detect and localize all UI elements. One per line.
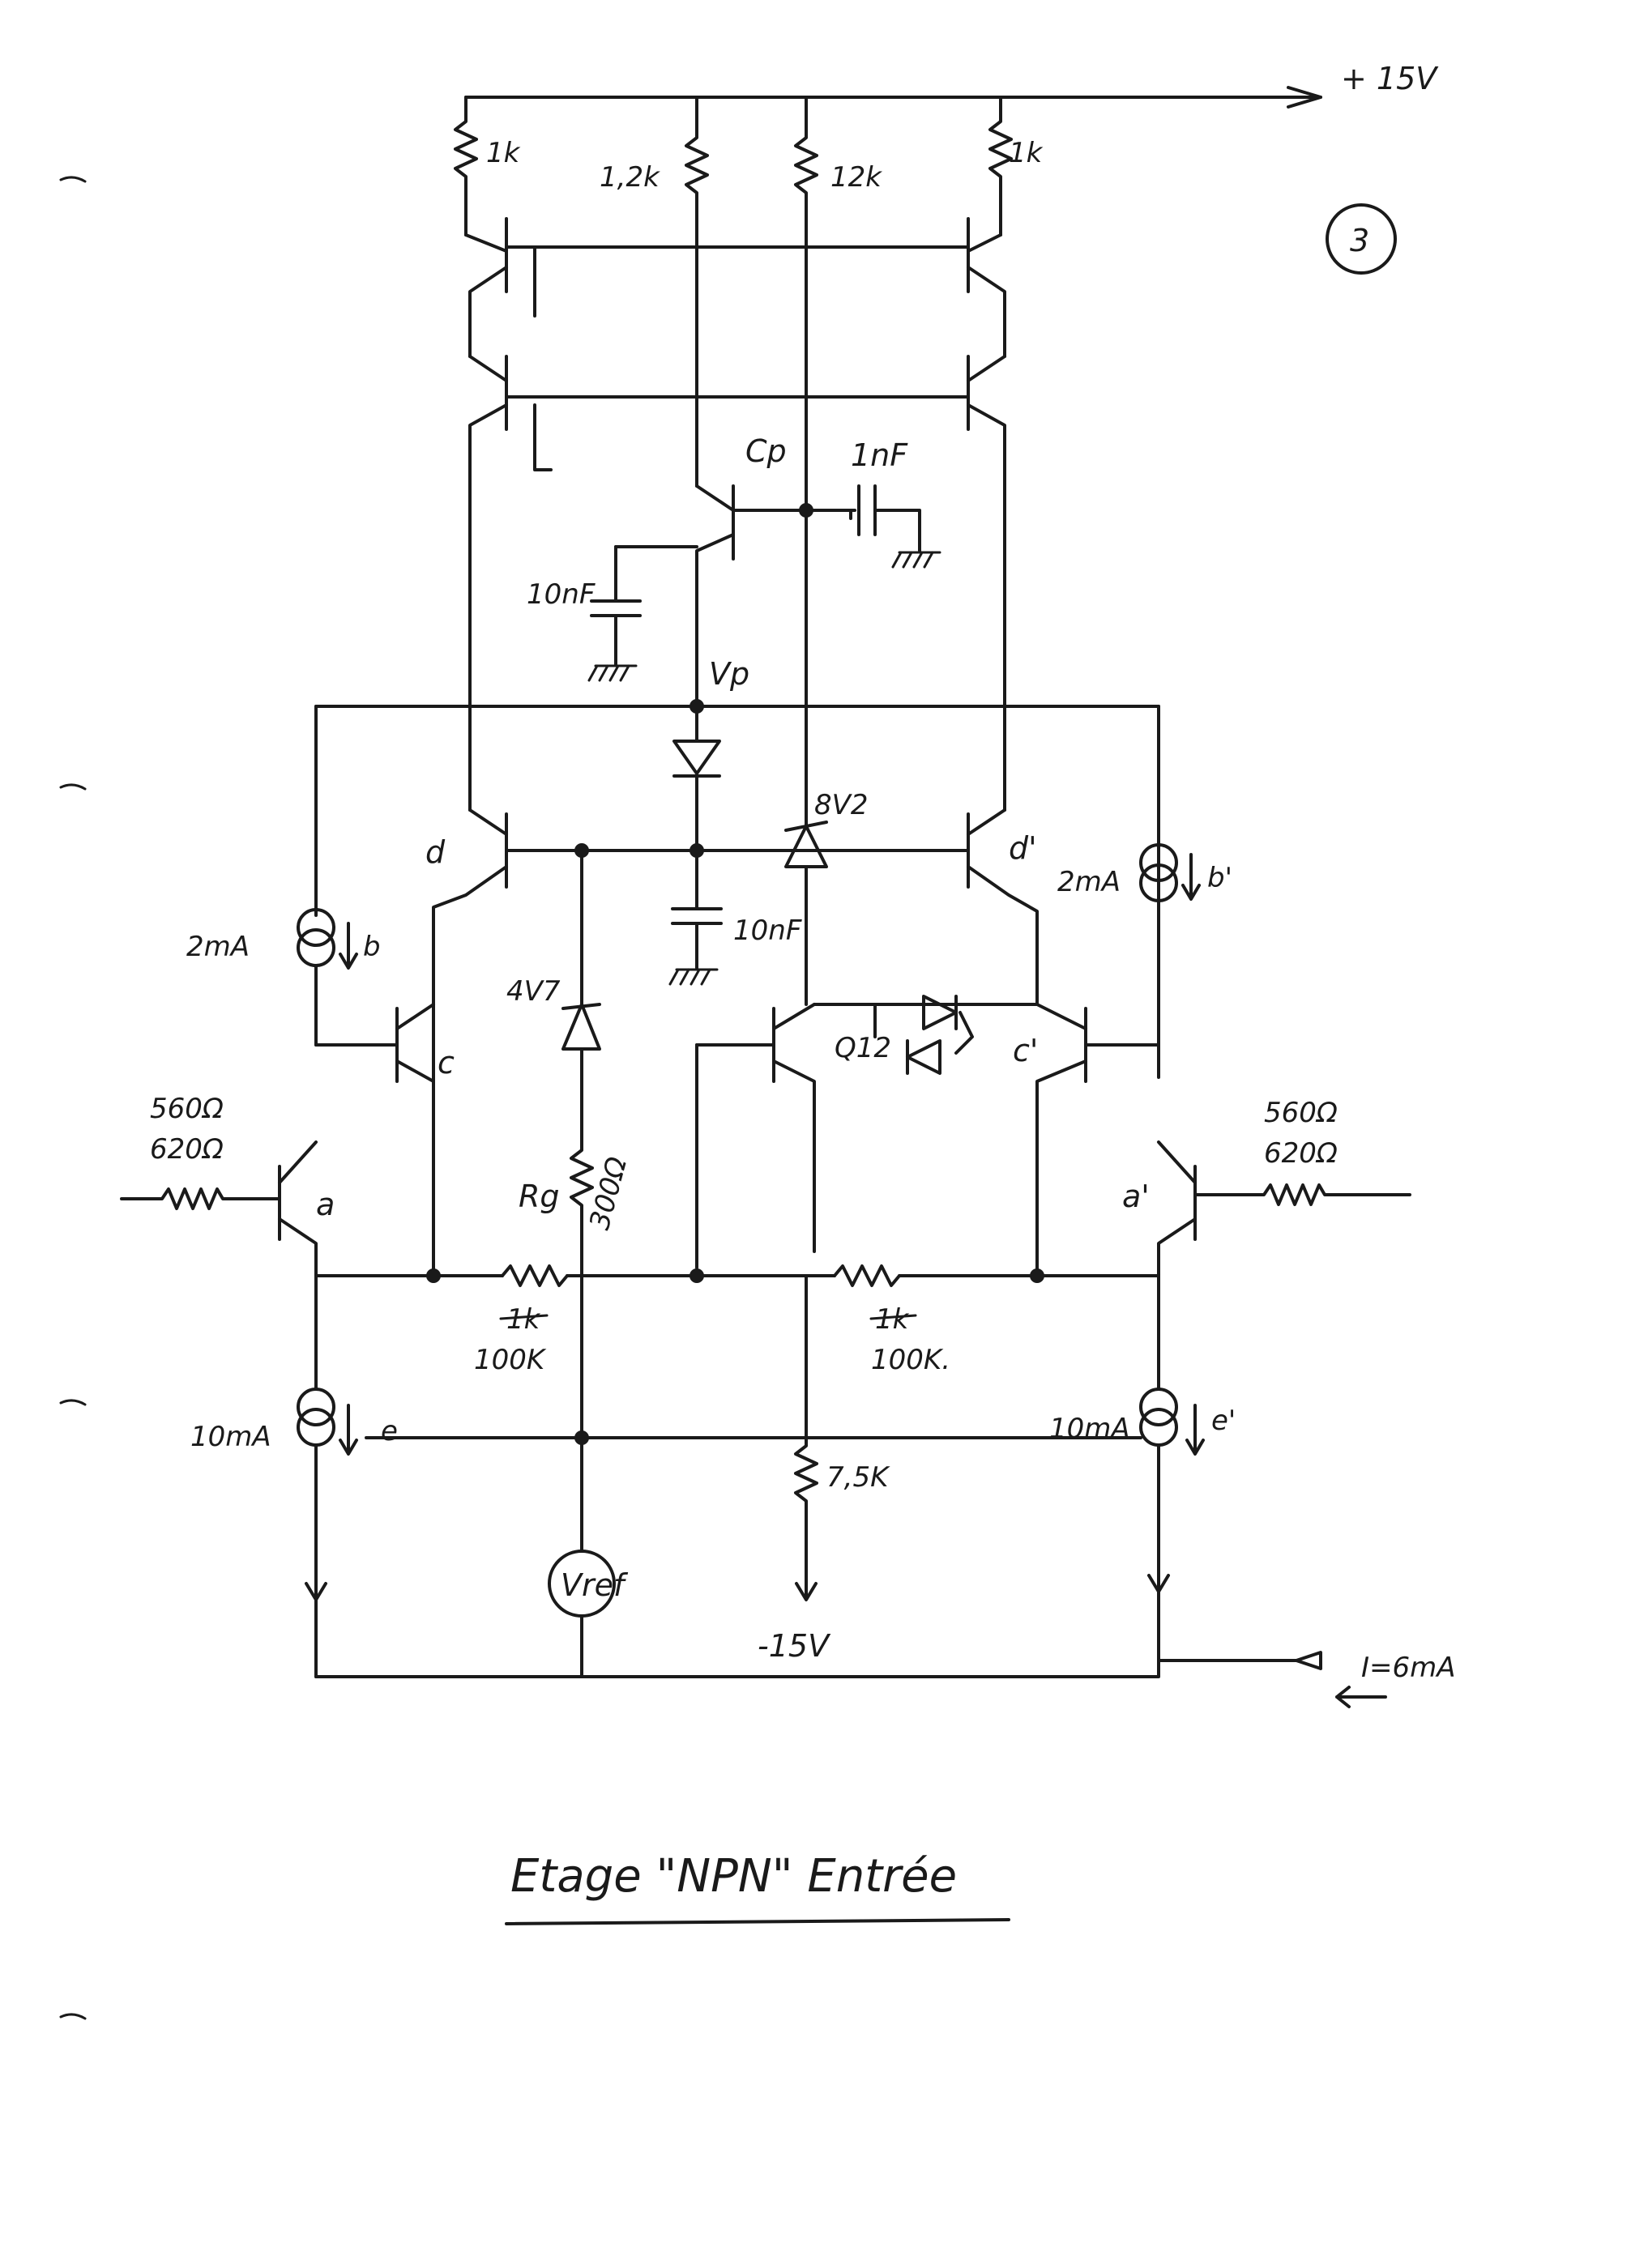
right-feedback-strike: [869, 1314, 917, 1320]
transistor-c: [395, 1003, 435, 1273]
resistor-rg-value: 300Ω: [583, 1153, 634, 1233]
resistor-rg: [570, 1132, 594, 1452]
current-source-b-prime: [1139, 843, 1201, 902]
zener-lower-value: 4V7: [506, 975, 561, 1008]
pnp-mirror-right-lower: [967, 355, 1006, 812]
output-current-label: I=6mA: [1361, 1652, 1456, 1684]
scan-mark-1: [59, 176, 87, 183]
cp-label: Cp: [745, 433, 787, 469]
transistor-q12-label: Q12: [835, 1032, 891, 1064]
transistor-a: [278, 1140, 318, 1277]
input-resistor-left: [120, 1187, 281, 1210]
pnp-mirror-left-upper: [464, 217, 970, 358]
vp-rail: [314, 705, 1160, 1079]
input-resistor-right-value-1: 560Ω: [1264, 1097, 1338, 1129]
right-feedback-old-value: 1k: [875, 1303, 910, 1336]
resistor-top-3-value: 12k: [830, 161, 882, 194]
left-feedback-strike: [499, 1314, 549, 1320]
input-resistor-left-value-1: 560Ω: [150, 1093, 224, 1125]
current-source-e-prime: [1139, 1274, 1205, 1593]
decoupling-capacitor-1-value: 10nF: [527, 578, 596, 611]
positive-supply-label: + 15V: [1341, 61, 1439, 96]
input-resistor-right-value-2: 620Ω: [1264, 1137, 1338, 1170]
current-source-e: [297, 1274, 358, 1601]
page-title: Etage "NPN" Entrée: [510, 1850, 957, 1903]
zener-lower: [561, 849, 601, 1136]
transistor-a-prime-label: a': [1122, 1179, 1150, 1214]
feedback-node-right: [1030, 1268, 1044, 1283]
resistor-top-2-value: 1,2k: [600, 161, 660, 194]
vp-label: Vp: [709, 656, 749, 692]
vref-label: Vref: [561, 1567, 629, 1603]
current-source-b-prime-value: 2mA: [1057, 866, 1121, 898]
pnp-mirror-right-upper: [967, 217, 1006, 358]
current-source-e-prime-value: 10mA: [1049, 1413, 1130, 1445]
transistor-q12: [695, 1003, 816, 1269]
transistor-d-prime-label: d': [1009, 830, 1037, 866]
resistor-top-3: [794, 96, 818, 795]
page-number-circle: [1326, 203, 1397, 275]
resistor-bottom-value: 7,5K: [826, 1461, 890, 1494]
cp-capacitor: [805, 484, 941, 569]
feedback-node-left: [426, 1268, 441, 1283]
scan-mark-3: [59, 1399, 87, 1406]
left-feedback-old-value: 1k: [506, 1303, 541, 1336]
resistor-bottom: [794, 1274, 818, 1601]
transistor-a-label: a: [316, 1187, 335, 1222]
current-source-e-label: e: [381, 1415, 398, 1447]
input-resistor-right: [1193, 1183, 1411, 1206]
transistor-c-prime: [1035, 1003, 1087, 1273]
scan-mark-2: [59, 783, 87, 791]
series-diode: [672, 705, 721, 852]
left-feedback-value: 100K: [474, 1344, 547, 1376]
resistor-top-4: [988, 96, 1013, 237]
resistor-top-2: [685, 96, 709, 488]
transistor-a-prime: [1157, 1140, 1197, 1277]
decoupling-capacitor-2-value: 10nF: [733, 914, 802, 947]
negative-supply-label: -15V: [758, 1628, 831, 1664]
decoupling-capacitor-1: [587, 545, 642, 682]
page-number: 3: [1350, 223, 1369, 258]
title-underline: [505, 1918, 1010, 1925]
vref-source: [548, 1436, 616, 1678]
transistor-c-prime-label: c': [1013, 1033, 1038, 1068]
bottom-rail: [314, 1590, 1387, 1708]
input-resistor-left-value-2: 620Ω: [150, 1133, 224, 1166]
current-source-e-value: 10mA: [190, 1421, 271, 1453]
resistor-top-1-value: 1k: [486, 137, 521, 169]
cp-value: 1nF: [851, 437, 908, 473]
resistor-top-4-value: 1k: [1009, 137, 1044, 169]
current-source-b-value: 2mA: [186, 931, 250, 963]
zener-upper: [784, 792, 828, 1006]
current-source-e-prime-label: e': [1211, 1405, 1236, 1437]
pnp-mirror-left-lower: [468, 355, 970, 812]
feedback-node-mid: [690, 1268, 704, 1283]
current-source-b: [297, 908, 358, 1047]
transistor-d-prime: [967, 808, 1039, 1006]
current-source-b-prime-label: b': [1207, 862, 1232, 894]
transistor-d: [432, 808, 508, 1269]
right-feedback-value: 100K.: [871, 1344, 950, 1376]
decoupling-capacitor-2: [668, 849, 723, 986]
resistor-rg-label: Rg: [519, 1179, 560, 1214]
resistor-top-1: [454, 96, 478, 237]
transistor-c-label: c: [438, 1045, 455, 1081]
transistor-d-label: d: [425, 834, 446, 870]
current-source-b-label: b: [363, 931, 381, 963]
diode-pair: [813, 995, 1039, 1075]
scan-mark-4: [59, 2013, 87, 2020]
zener-upper-value: 8V2: [814, 789, 869, 821]
positive-supply-rail: [464, 86, 1322, 109]
